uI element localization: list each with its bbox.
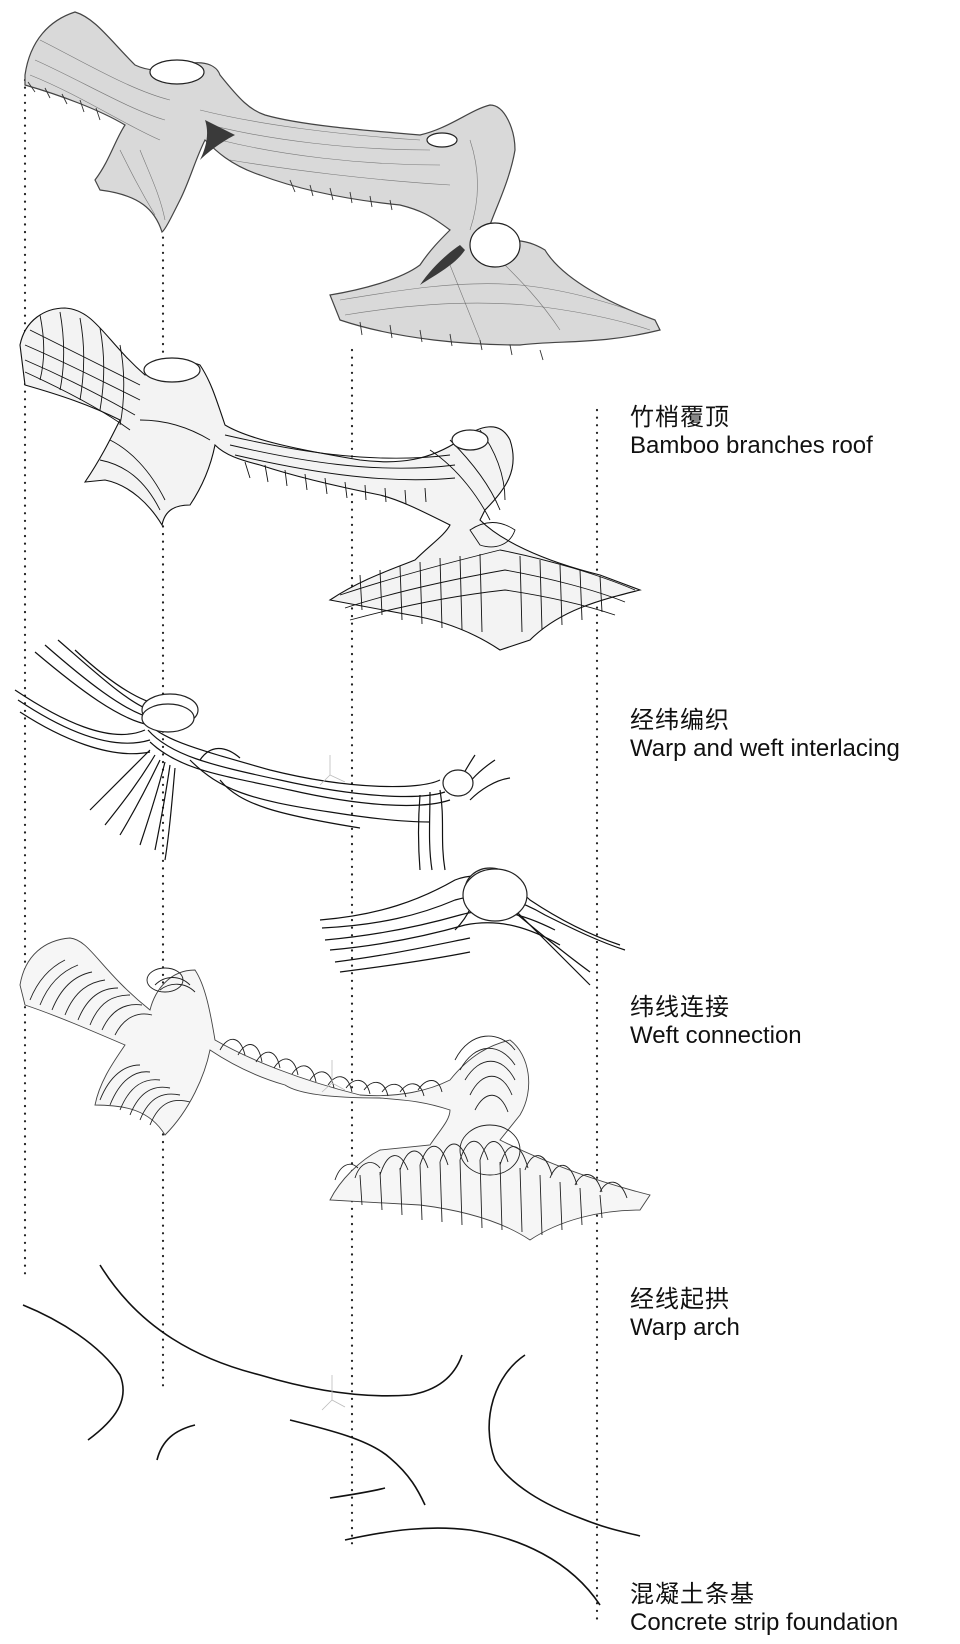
- layer-label-en: Weft connection: [630, 1021, 802, 1049]
- warp-arch-curve: [289, 1419, 426, 1506]
- roof-oculus: [469, 222, 521, 268]
- layer-label-en: Concrete strip foundation: [630, 1608, 899, 1636]
- mesh-oculus: [451, 429, 489, 451]
- mesh-layer: [19, 307, 642, 651]
- layer-label-en: Warp and weft interlacing: [630, 734, 900, 762]
- layer-label-zh: 经线起拱: [630, 1285, 730, 1313]
- layer-label-en: Warp arch: [630, 1313, 740, 1341]
- layer-label-en: Bamboo branches roof: [630, 431, 873, 459]
- foundation-strip: [329, 1487, 386, 1499]
- roof-grid: [29, 39, 656, 341]
- interlacing-ring: [462, 868, 528, 922]
- mesh-surface: [19, 307, 642, 651]
- roof-shadow: [420, 245, 465, 285]
- interlacing-ring: [141, 703, 195, 733]
- layer-label-zh: 纬线连接: [630, 993, 730, 1021]
- guide-lines: [23, 78, 599, 1627]
- interlacing-ring: [442, 769, 474, 797]
- interlacing-layer: [14, 639, 626, 986]
- mesh-grid: [24, 311, 636, 633]
- layer-label-warp: 经线起拱 Warp arch: [630, 1285, 740, 1343]
- axis-gizmo: [321, 1375, 346, 1411]
- weft-layer: [19, 937, 651, 1241]
- mesh-oculus: [143, 357, 201, 383]
- layer-label-zh: 竹梢覆顶: [630, 403, 730, 431]
- layer-label-roof: 竹梢覆顶 Bamboo branches roof: [630, 403, 873, 461]
- layer-label-zh: 经纬编织: [630, 706, 730, 734]
- layer-label-weft: 纬线连接 Weft connection: [630, 993, 802, 1051]
- layer-label-foundation: 混凝土条基 Concrete strip foundation: [630, 1580, 898, 1638]
- warp-arch-curve: [488, 1354, 641, 1537]
- roof-eave-ticks: [27, 81, 544, 361]
- warp-arch-curve: [156, 1424, 196, 1461]
- layer-label-zh: 混凝土条基: [630, 1580, 755, 1608]
- foundation-layer: [22, 1264, 641, 1606]
- roof-oculus: [149, 59, 205, 85]
- axis-gizmo: [319, 755, 346, 786]
- foundation-strip: [344, 1527, 601, 1606]
- roof-layer: [24, 11, 661, 361]
- layer-label-interlacing: 经纬编织 Warp and weft interlacing: [630, 706, 900, 764]
- roof-oculus: [426, 132, 458, 148]
- roof-surface: [24, 11, 661, 346]
- warp-arch-curve: [99, 1264, 463, 1397]
- weft-arcs: [29, 959, 628, 1236]
- roof-shadow: [200, 120, 235, 160]
- weft-surface: [19, 937, 651, 1241]
- warp-arch-curve: [22, 1304, 124, 1441]
- axis-gizmo: [321, 1060, 346, 1093]
